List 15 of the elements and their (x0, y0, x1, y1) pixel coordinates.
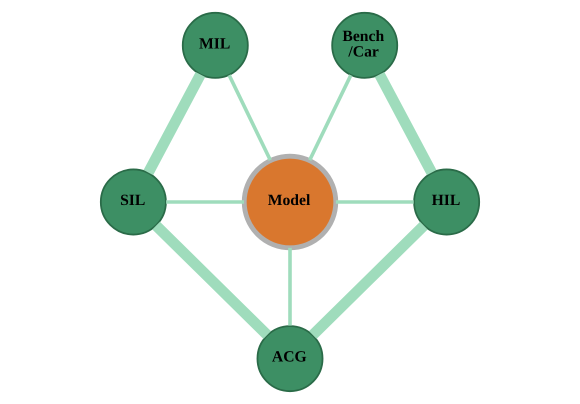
node-circle: Model (242, 154, 338, 250)
connector (336, 200, 414, 204)
connector (288, 248, 292, 326)
node-circle: HIL (413, 168, 480, 236)
node-circle: ACG (256, 325, 324, 392)
node-circle: Bench /Car (331, 12, 398, 79)
node-circle: SIL (100, 168, 167, 236)
connector (166, 200, 244, 204)
node-circle: MIL (182, 12, 249, 79)
connector (309, 222, 428, 339)
connector (144, 72, 206, 176)
connector (152, 222, 271, 339)
connector (228, 74, 272, 161)
connector (308, 74, 352, 161)
connector (374, 72, 436, 176)
